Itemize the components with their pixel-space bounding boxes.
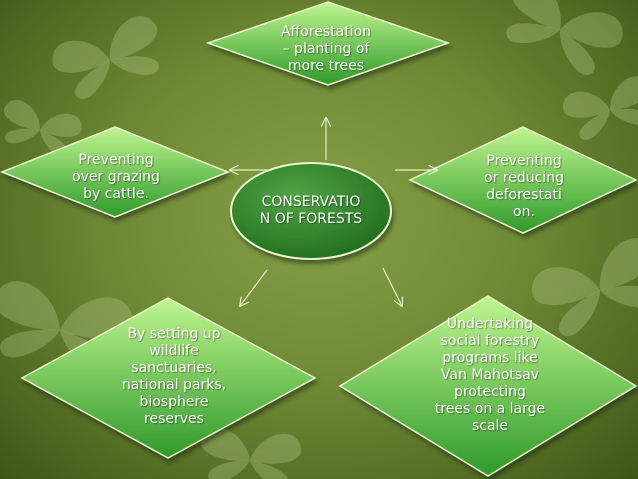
node-diamond-deforestation	[408, 126, 638, 234]
node-label-social-forestry: Undertaking social forestry programs lik…	[434, 316, 546, 434]
node-label-afforestation: Afforestation – planting of more trees	[280, 24, 372, 74]
node-label-deforestation: Preventing or reducing deforestati on.	[484, 153, 564, 220]
center-label: CONSERVATIO N OF FORESTS	[259, 194, 363, 227]
center-ellipse	[230, 162, 392, 260]
arrow-to-social-forestry	[382, 267, 402, 306]
node-diamond-sanctuaries	[20, 297, 317, 459]
node-label-sanctuaries: By setting up wildlife sanctuaries, nati…	[121, 326, 227, 427]
arrow-to-sanctuaries	[240, 269, 268, 306]
node-diamond-social-forestry	[338, 295, 638, 477]
node-label-overgrazing: Preventing over grazing by cattle.	[72, 152, 160, 202]
node-diamond-overgrazing	[0, 126, 231, 218]
node-diamond-afforestation	[205, 1, 451, 86]
